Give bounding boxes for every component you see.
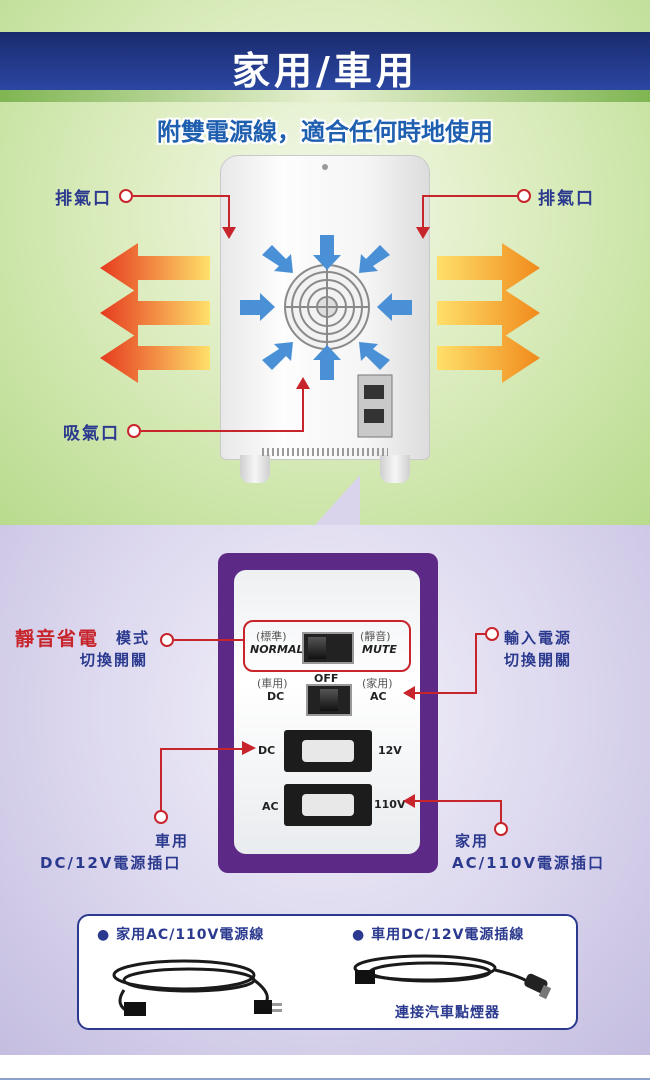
home-callout-line2: AC/110V電源插口 bbox=[452, 854, 606, 872]
callout-line bbox=[423, 195, 518, 197]
source-off-label: OFF bbox=[314, 672, 339, 685]
source-dc-paren: (車用) bbox=[257, 677, 288, 690]
mode-callout-line2: 切換開關 bbox=[80, 651, 149, 669]
callout-line bbox=[475, 633, 477, 693]
intake-arrows bbox=[240, 235, 412, 380]
fridge-vent bbox=[262, 448, 388, 456]
fridge-foot-right bbox=[380, 455, 410, 483]
accessories-box bbox=[77, 914, 578, 1030]
title-banner bbox=[0, 32, 650, 96]
exhaust-arrows bbox=[100, 243, 540, 383]
car-cable-note: 連接汽車點煙器 bbox=[395, 1005, 500, 1021]
callout-line bbox=[160, 748, 162, 811]
car-cable-label: 車用DC/12V電源插線 bbox=[371, 927, 525, 943]
callout-dot bbox=[494, 822, 508, 836]
mode-switch[interactable] bbox=[302, 632, 354, 664]
source-dc-label: DC bbox=[267, 690, 285, 703]
ac-socket[interactable] bbox=[284, 784, 372, 826]
callout-dot bbox=[160, 633, 174, 647]
zoom-pointer bbox=[315, 475, 360, 525]
callout-line bbox=[141, 430, 303, 432]
callout-arrow bbox=[242, 741, 256, 755]
car-callout-line2: DC/12V電源插口 bbox=[40, 854, 182, 872]
exhaust-label-left: 排氣口 bbox=[55, 189, 112, 209]
callout-arrow bbox=[222, 227, 236, 239]
input-callout-line1: 輸入電源 bbox=[504, 629, 573, 647]
source-ac-label: AC bbox=[370, 690, 387, 703]
exhaust-label-right: 排氣口 bbox=[538, 189, 595, 209]
car-callout-line1: 車用 bbox=[155, 832, 190, 850]
input-callout-line2: 切換開關 bbox=[504, 651, 573, 669]
callout-dot bbox=[119, 189, 133, 203]
banner-stripe bbox=[0, 90, 650, 102]
source-ac-paren: (家用) bbox=[362, 677, 393, 690]
callout-arrow bbox=[416, 227, 430, 239]
source-switch[interactable] bbox=[306, 684, 352, 716]
mode-normal-paren: (標準) bbox=[256, 630, 287, 643]
callout-dot bbox=[517, 189, 531, 203]
fan-graphic bbox=[284, 164, 393, 438]
ac-power-cable-image bbox=[112, 959, 282, 1016]
ac-socket-inner bbox=[302, 794, 354, 816]
home-cable-label: 家用AC/110V電源線 bbox=[116, 927, 265, 943]
callout-line bbox=[415, 800, 502, 802]
dc-socket-inner bbox=[302, 740, 354, 762]
callout-line bbox=[422, 195, 424, 227]
dc-socket[interactable] bbox=[284, 730, 372, 772]
callout-line bbox=[500, 800, 502, 823]
callout-line bbox=[302, 388, 304, 432]
callout-line bbox=[174, 639, 243, 641]
socket-ac-volt: 110V bbox=[374, 798, 406, 811]
page-subtitle: 附雙電源線，適合任何時地使用 bbox=[157, 118, 493, 146]
callout-arrow bbox=[403, 794, 415, 808]
callout-dot bbox=[127, 424, 141, 438]
mode-callout-suffix: 模式 bbox=[116, 629, 151, 647]
socket-dc-label: DC bbox=[258, 744, 276, 757]
source-switch-knob bbox=[320, 689, 338, 711]
mode-callout-highlight: 靜音省電 bbox=[15, 628, 100, 650]
callout-arrow bbox=[296, 377, 310, 389]
mode-switch-highlight bbox=[243, 620, 411, 672]
fridge-back-image bbox=[220, 155, 430, 460]
callout-line bbox=[133, 195, 229, 197]
callout-arrow bbox=[403, 686, 415, 700]
callout-dot bbox=[154, 810, 168, 824]
mode-mute-label: MUTE bbox=[362, 643, 397, 656]
mode-switch-knob bbox=[308, 637, 326, 659]
page-title: 家用/車用 bbox=[232, 49, 418, 93]
socket-dc-volt: 12V bbox=[378, 744, 402, 757]
callout-line bbox=[228, 195, 230, 227]
home-cable-bullet: ● 家用AC/110V電源線 bbox=[97, 927, 265, 943]
car-cable-bullet: ● 車用DC/12V電源插線 bbox=[352, 927, 525, 943]
fridge-foot-left bbox=[240, 455, 270, 483]
mode-normal-label: NORMAL bbox=[250, 643, 304, 656]
callout-dot bbox=[485, 627, 499, 641]
mode-mute-paren: (靜音) bbox=[360, 630, 391, 643]
socket-ac-label: AC bbox=[262, 800, 279, 813]
footer-rule bbox=[0, 1078, 650, 1080]
callout-line bbox=[415, 692, 477, 694]
callout-line bbox=[160, 748, 244, 750]
home-callout-line1: 家用 bbox=[455, 832, 490, 850]
intake-label: 吸氣口 bbox=[63, 424, 120, 444]
callout-line bbox=[475, 633, 487, 635]
dc-car-cable-image bbox=[353, 954, 552, 1000]
